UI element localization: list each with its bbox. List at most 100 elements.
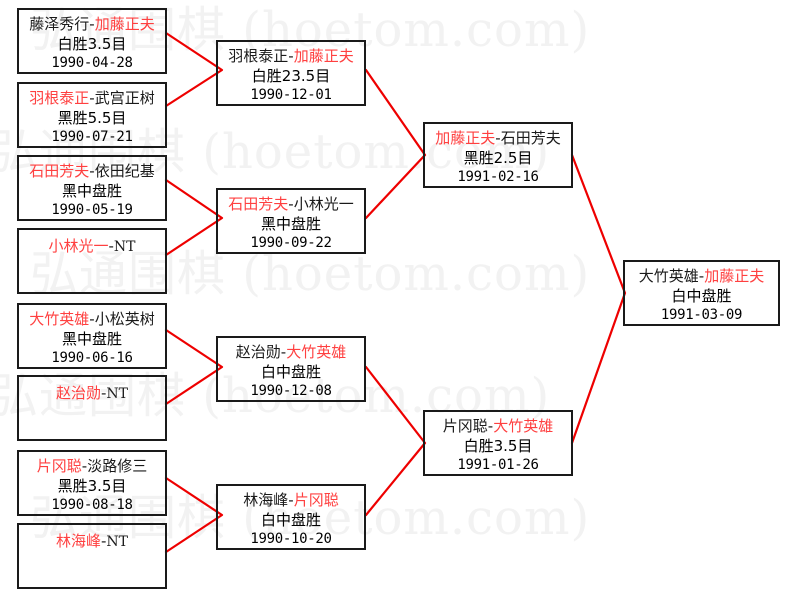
- match-result: 白中盘胜: [671, 286, 732, 305]
- match-box-r1m8[interactable]: 林海峰-NT: [17, 523, 167, 589]
- player-separator: -: [288, 47, 294, 65]
- player-separator: -: [89, 162, 95, 180]
- match-date: 1990-04-28: [51, 55, 133, 71]
- player-left: 大竹英雄: [29, 310, 90, 328]
- match-box-r1m6[interactable]: 赵治勋-NT: [17, 375, 167, 441]
- match-players: 林海峰-片冈聪: [218, 491, 364, 511]
- match-box-r1m7[interactable]: 片冈聪-淡路修三 黑胜3.5目 1990-08-18: [17, 450, 167, 516]
- match-result: 白胜3.5目: [463, 436, 533, 455]
- match-players: 加藤正夫-石田芳夫: [425, 129, 571, 149]
- match-box-final[interactable]: 大竹英雄-加藤正夫 白中盘胜 1991-03-09: [623, 260, 780, 326]
- connector-r1-r2-3: [164, 328, 224, 406]
- player-left: 羽根泰正: [29, 89, 90, 107]
- match-players: 大竹英雄-加藤正夫: [625, 267, 778, 287]
- player-left: 石田芳夫: [228, 195, 289, 213]
- player-left: 羽根泰正: [228, 47, 289, 65]
- match-box-sf1[interactable]: 加藤正夫-石田芳夫 黑胜2.5目 1991-02-16: [423, 122, 573, 188]
- player-right: 淡路修三: [87, 457, 148, 475]
- player-right: 石田芳夫: [500, 129, 561, 147]
- player-separator: -: [89, 89, 95, 107]
- connector-r2-sf-1: [364, 68, 427, 220]
- match-box-r1m1[interactable]: 藤泽秀行-加藤正夫 白胜3.5目 1990-04-28: [17, 8, 167, 74]
- match-players: 石田芳夫-小林光一: [218, 195, 364, 215]
- match-date: 1990-12-01: [250, 87, 332, 103]
- player-separator: -: [81, 457, 88, 475]
- player-separator: -: [698, 267, 705, 285]
- match-players: 片冈聪-淡路修三: [19, 457, 165, 477]
- match-result: 黑中盘胜: [61, 329, 122, 348]
- connector-sf-final: [570, 153, 627, 445]
- match-players: 羽根泰正-加藤正夫: [218, 47, 364, 67]
- connector-r1-r2-1: [164, 31, 224, 108]
- player-left: 加藤正夫: [435, 129, 496, 147]
- player-right: 加藤正夫: [94, 15, 155, 33]
- player-separator: -: [288, 491, 294, 509]
- player-separator: -: [487, 417, 494, 435]
- player-left: 片冈聪: [36, 457, 82, 475]
- player-right: 依田纪基: [94, 162, 155, 180]
- bye-label: NT: [106, 386, 129, 402]
- match-box-r1m5[interactable]: 大竹英雄-小松英树 黑中盘胜 1990-06-16: [17, 303, 167, 369]
- match-result: 白中盘胜: [260, 362, 321, 381]
- match-box-r2m3[interactable]: 赵治勋-大竹英雄 白中盘胜 1990-12-08: [216, 336, 366, 402]
- player-right: 大竹英雄: [493, 417, 554, 435]
- match-box-r2m2[interactable]: 石田芳夫-小林光一 黑中盘胜 1990-09-22: [216, 188, 366, 254]
- match-box-r1m2[interactable]: 羽根泰正-武宫正树 黑胜5.5目 1990-07-21: [17, 82, 167, 148]
- match-players: 藤泽秀行-加藤正夫: [19, 15, 165, 35]
- player-left: 林海峰: [55, 532, 101, 550]
- match-players: 石田芳夫-依田纪基: [19, 162, 165, 182]
- match-result: 黑胜3.5目: [57, 476, 127, 495]
- match-players: 林海峰-NT: [19, 530, 165, 552]
- player-separator: -: [101, 532, 107, 550]
- player-right: 加藤正夫: [293, 47, 354, 65]
- match-date: 1990-05-19: [51, 202, 133, 218]
- player-left: 大竹英雄: [638, 267, 699, 285]
- player-left: 石田芳夫: [29, 162, 90, 180]
- match-box-r1m3[interactable]: 石田芳夫-依田纪基 黑中盘胜 1990-05-19: [17, 155, 167, 221]
- connector-r1-r2-4: [164, 476, 224, 554]
- match-result: 黑胜5.5目: [57, 108, 127, 127]
- match-players: 羽根泰正-武宫正树: [19, 89, 165, 109]
- match-players: 片冈聪-大竹英雄: [425, 417, 571, 437]
- match-box-r1m4[interactable]: 小林光一-NT: [17, 228, 167, 294]
- match-result: 黑胜2.5目: [463, 148, 533, 167]
- player-separator: -: [288, 195, 294, 213]
- player-right: 大竹英雄: [286, 343, 347, 361]
- match-players: 大竹英雄-小松英树: [19, 310, 165, 330]
- match-box-r2m1[interactable]: 羽根泰正-加藤正夫 白胜23.5目 1990-12-01: [216, 40, 366, 106]
- connector-r1-r2-2: [164, 178, 224, 257]
- match-date: 1990-06-16: [51, 350, 133, 366]
- player-separator: -: [495, 129, 501, 147]
- player-left: 藤泽秀行: [29, 15, 90, 33]
- match-date: 1991-01-26: [457, 457, 539, 473]
- player-left: 赵治勋: [55, 384, 101, 402]
- player-left: 赵治勋: [235, 343, 281, 361]
- player-left: 小林光一: [48, 237, 109, 255]
- player-right: 小林光一: [293, 195, 354, 213]
- match-date: 1990-07-21: [51, 129, 133, 145]
- player-separator: -: [89, 310, 95, 328]
- match-players: 赵治勋-大竹英雄: [218, 343, 364, 363]
- player-separator: -: [89, 15, 95, 33]
- match-box-r2m4[interactable]: 林海峰-片冈聪 白中盘胜 1990-10-20: [216, 484, 366, 550]
- match-date: 1991-02-16: [457, 169, 539, 185]
- match-result: 白中盘胜: [260, 510, 321, 529]
- match-box-sf2[interactable]: 片冈聪-大竹英雄 白胜3.5目 1991-01-26: [423, 410, 573, 476]
- match-date: 1991-03-09: [660, 307, 743, 323]
- bye-label: NT: [106, 534, 129, 550]
- player-separator: -: [280, 343, 287, 361]
- match-players: 赵治勋-NT: [19, 382, 165, 404]
- player-separator: -: [108, 237, 114, 255]
- player-right: 武宫正树: [94, 89, 155, 107]
- player-left: 林海峰: [243, 491, 289, 509]
- match-players: 小林光一-NT: [19, 235, 165, 257]
- player-left: 片冈聪: [442, 417, 488, 435]
- bye-label: NT: [113, 239, 136, 255]
- player-right: 片冈聪: [293, 491, 339, 509]
- match-date: 1990-08-18: [51, 497, 133, 513]
- connector-r2-sf-2: [364, 365, 427, 517]
- player-right: 小松英树: [94, 310, 155, 328]
- match-result: 白胜3.5目: [57, 34, 127, 53]
- match-result: 白胜23.5目: [251, 66, 331, 85]
